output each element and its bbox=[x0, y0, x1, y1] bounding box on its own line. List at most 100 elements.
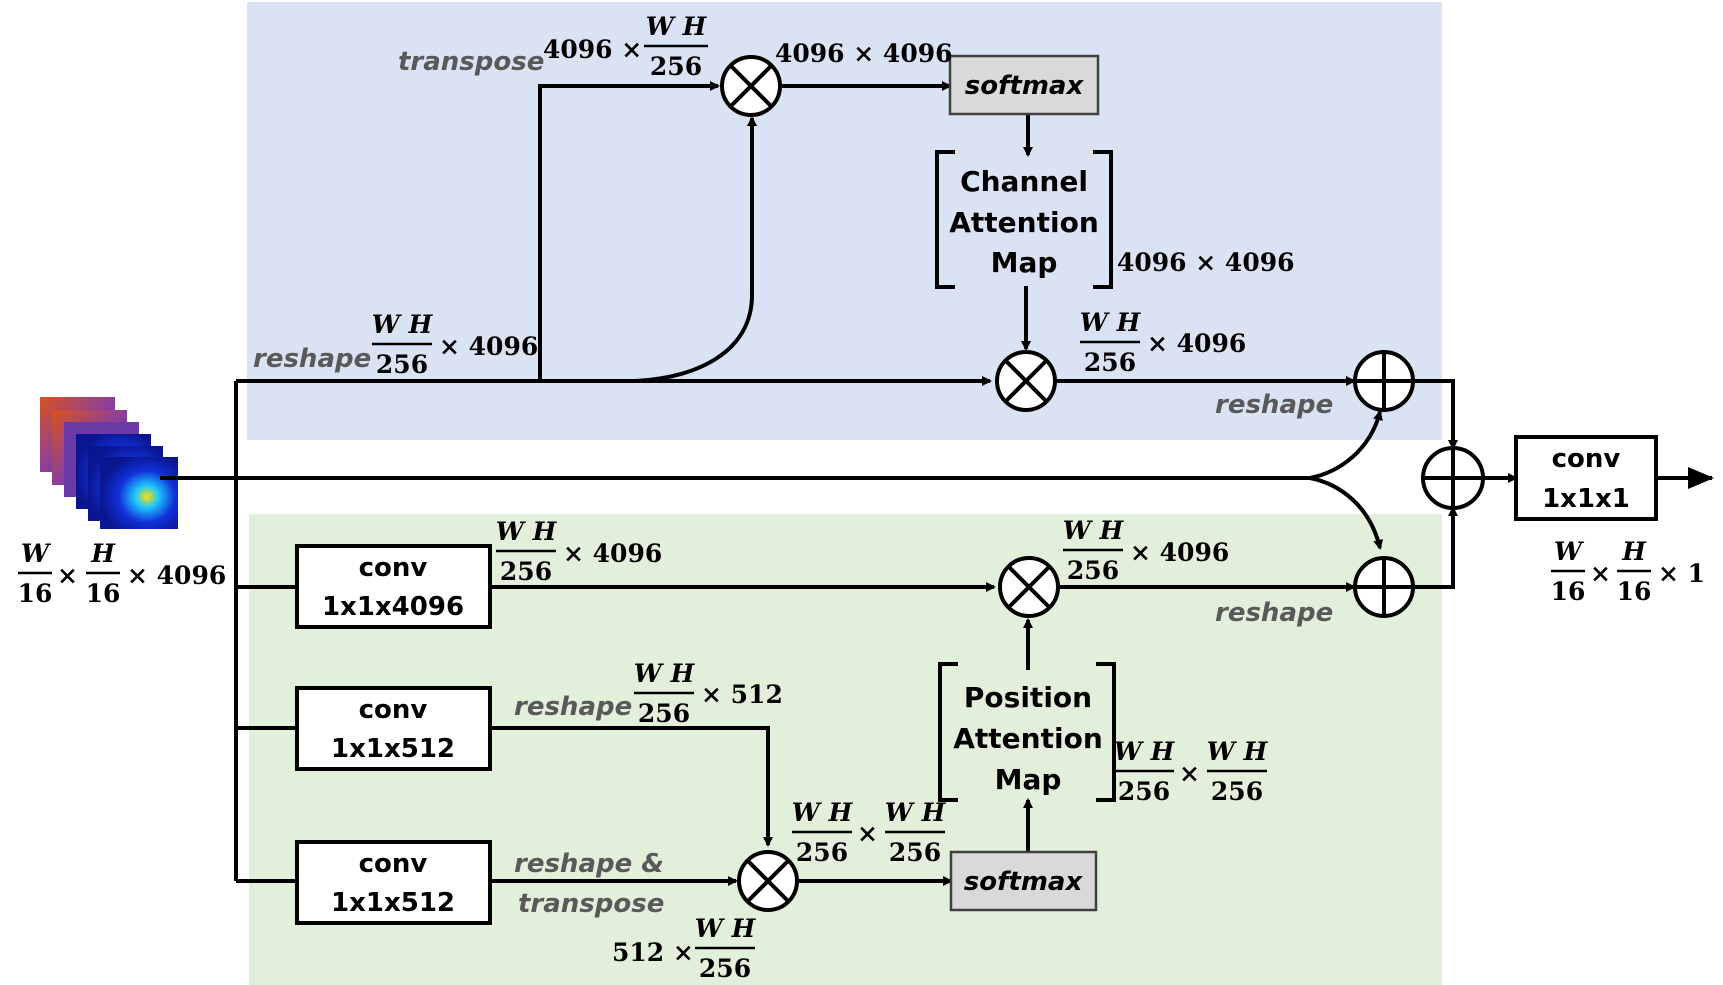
transpose-line bbox=[538, 81, 720, 381]
dim-wh-256-by-4096: W H 256 × 4096 bbox=[1080, 308, 1246, 377]
svg-text:1x1x512: 1x1x512 bbox=[331, 888, 455, 918]
svg-text:W: W bbox=[21, 539, 52, 568]
svg-text:16: 16 bbox=[18, 579, 53, 608]
svg-text:W H: W H bbox=[792, 798, 854, 827]
svg-text:× 4096: × 4096 bbox=[563, 539, 662, 568]
svg-text:256: 256 bbox=[1211, 777, 1263, 806]
svg-text:× 4096: × 4096 bbox=[1147, 329, 1246, 358]
svg-text:W H: W H bbox=[634, 659, 696, 688]
conv512a-to-mult4 bbox=[490, 726, 773, 847]
svg-text:conv: conv bbox=[359, 695, 428, 725]
skip-branch-down bbox=[1309, 476, 1384, 550]
svg-text:256: 256 bbox=[500, 557, 552, 586]
svg-text:× 512: × 512 bbox=[701, 680, 783, 709]
svg-text:16: 16 bbox=[1617, 577, 1652, 606]
conv-box-4096: conv 1x1x4096 bbox=[295, 544, 492, 629]
feature-map-stack-icon bbox=[40, 397, 178, 529]
softmax-box-top: softmax bbox=[948, 54, 1100, 116]
svg-text:256: 256 bbox=[376, 350, 428, 379]
svg-text:1x1x1: 1x1x1 bbox=[1542, 484, 1630, 514]
svg-text:× 4096: × 4096 bbox=[1130, 538, 1229, 567]
svg-text:256: 256 bbox=[638, 699, 690, 728]
svg-text:W H: W H bbox=[1080, 308, 1142, 337]
svg-text:Attention: Attention bbox=[953, 722, 1103, 755]
dim-4096-by-wh-256: 4096 × W H 256 bbox=[543, 12, 708, 81]
svg-text:256: 256 bbox=[889, 838, 941, 867]
svg-text:conv: conv bbox=[1552, 444, 1621, 474]
dim-wh-256-by-wh-256: W H 256 × W H 256 bbox=[792, 798, 947, 867]
dim-wh-256-by-512: W H 256 × 512 bbox=[634, 659, 783, 728]
dim-4096-by-4096: 4096 × 4096 bbox=[775, 39, 953, 68]
reshape-transpose-label: reshape & bbox=[514, 849, 664, 879]
dim-512-by-wh-256: 512 × W H 256 bbox=[612, 914, 757, 983]
svg-text:W H: W H bbox=[646, 12, 708, 41]
svg-text:× 4096: × 4096 bbox=[439, 332, 538, 361]
matmul-icon bbox=[998, 556, 1060, 618]
svg-text:256: 256 bbox=[1084, 348, 1136, 377]
svg-text:× 1: × 1 bbox=[1658, 559, 1705, 588]
svg-text:Channel: Channel bbox=[960, 165, 1088, 198]
conv-box-512-a: conv 1x1x512 bbox=[295, 686, 492, 771]
transpose-label: transpose bbox=[518, 889, 664, 919]
connectors bbox=[160, 81, 1714, 886]
svg-text:1x1x512: 1x1x512 bbox=[331, 734, 455, 764]
matmul-icon bbox=[995, 350, 1057, 412]
svg-text:conv: conv bbox=[359, 553, 428, 583]
channel-attention-map: Channel Attention Map bbox=[935, 150, 1113, 289]
svg-text:W H: W H bbox=[372, 310, 434, 339]
plus2-to-plus3 bbox=[1414, 506, 1458, 589]
svg-text:W H: W H bbox=[695, 914, 757, 943]
output-dims: W 16 × H 16 × 1 bbox=[1551, 537, 1705, 606]
svg-text:H: H bbox=[90, 539, 116, 568]
softmax-box-bottom: softmax bbox=[949, 850, 1098, 912]
add-icon bbox=[1421, 446, 1485, 510]
dim-wh-256-by-4096: W H 256 × 4096 bbox=[496, 517, 662, 586]
reshape-label: reshape bbox=[1215, 390, 1333, 420]
matmul-icon bbox=[720, 55, 782, 117]
svg-text:W H: W H bbox=[1063, 516, 1125, 545]
dim-wh-256-by-4096: W H 256 × 4096 bbox=[372, 310, 538, 379]
reshape-label: reshape bbox=[253, 344, 371, 374]
svg-text:conv: conv bbox=[359, 849, 428, 879]
svg-text:× 4096: × 4096 bbox=[127, 561, 226, 590]
transpose-label: transpose bbox=[398, 47, 544, 77]
input-dims: W 16 × H 16 × 4096 bbox=[18, 539, 227, 608]
svg-text:W H: W H bbox=[496, 517, 558, 546]
svg-text:×: × bbox=[1179, 759, 1200, 788]
plus1-to-plus3 bbox=[1414, 379, 1458, 450]
conv-box-512-b: conv 1x1x512 bbox=[295, 840, 492, 925]
channel-attention-region bbox=[247, 2, 1442, 440]
add-icon bbox=[1353, 350, 1415, 412]
svg-text:×: × bbox=[57, 561, 78, 590]
dim-wh-256-by-wh-256: W H 256 × W H 256 bbox=[1114, 737, 1269, 806]
svg-text:4096 ×: 4096 × bbox=[543, 35, 642, 64]
dim-4096-by-4096: 4096 × 4096 bbox=[1117, 248, 1295, 277]
svg-text:×: × bbox=[1590, 559, 1611, 588]
svg-text:Map: Map bbox=[991, 246, 1058, 279]
skip-branch-up bbox=[1309, 410, 1383, 480]
svg-text:256: 256 bbox=[650, 52, 702, 81]
reshape-label: reshape bbox=[1215, 598, 1333, 628]
svg-text:256: 256 bbox=[796, 838, 848, 867]
conv-box-output: conv 1x1x1 bbox=[1514, 435, 1658, 521]
matmul-icon bbox=[737, 850, 799, 912]
svg-text:H: H bbox=[1621, 537, 1647, 566]
svg-text:W: W bbox=[1554, 537, 1585, 566]
svg-text:Attention: Attention bbox=[949, 206, 1099, 239]
reshape-label: reshape bbox=[514, 692, 632, 722]
svg-text:256: 256 bbox=[1067, 556, 1119, 585]
svg-text:Map: Map bbox=[995, 763, 1062, 796]
curve-to-mult1 bbox=[634, 116, 757, 383]
svg-text:W H: W H bbox=[1114, 737, 1176, 766]
add-icon bbox=[1353, 556, 1415, 618]
svg-text:256: 256 bbox=[1118, 777, 1170, 806]
svg-text:W H: W H bbox=[885, 798, 947, 827]
dim-wh-256-by-4096: W H 256 × 4096 bbox=[1063, 516, 1229, 585]
svg-text:W H: W H bbox=[1207, 737, 1269, 766]
softmax-label: softmax bbox=[964, 867, 1084, 897]
svg-text:×: × bbox=[857, 819, 878, 848]
svg-text:256: 256 bbox=[699, 954, 751, 983]
svg-text:512 ×: 512 × bbox=[612, 938, 694, 967]
softmax-label: softmax bbox=[965, 71, 1085, 101]
